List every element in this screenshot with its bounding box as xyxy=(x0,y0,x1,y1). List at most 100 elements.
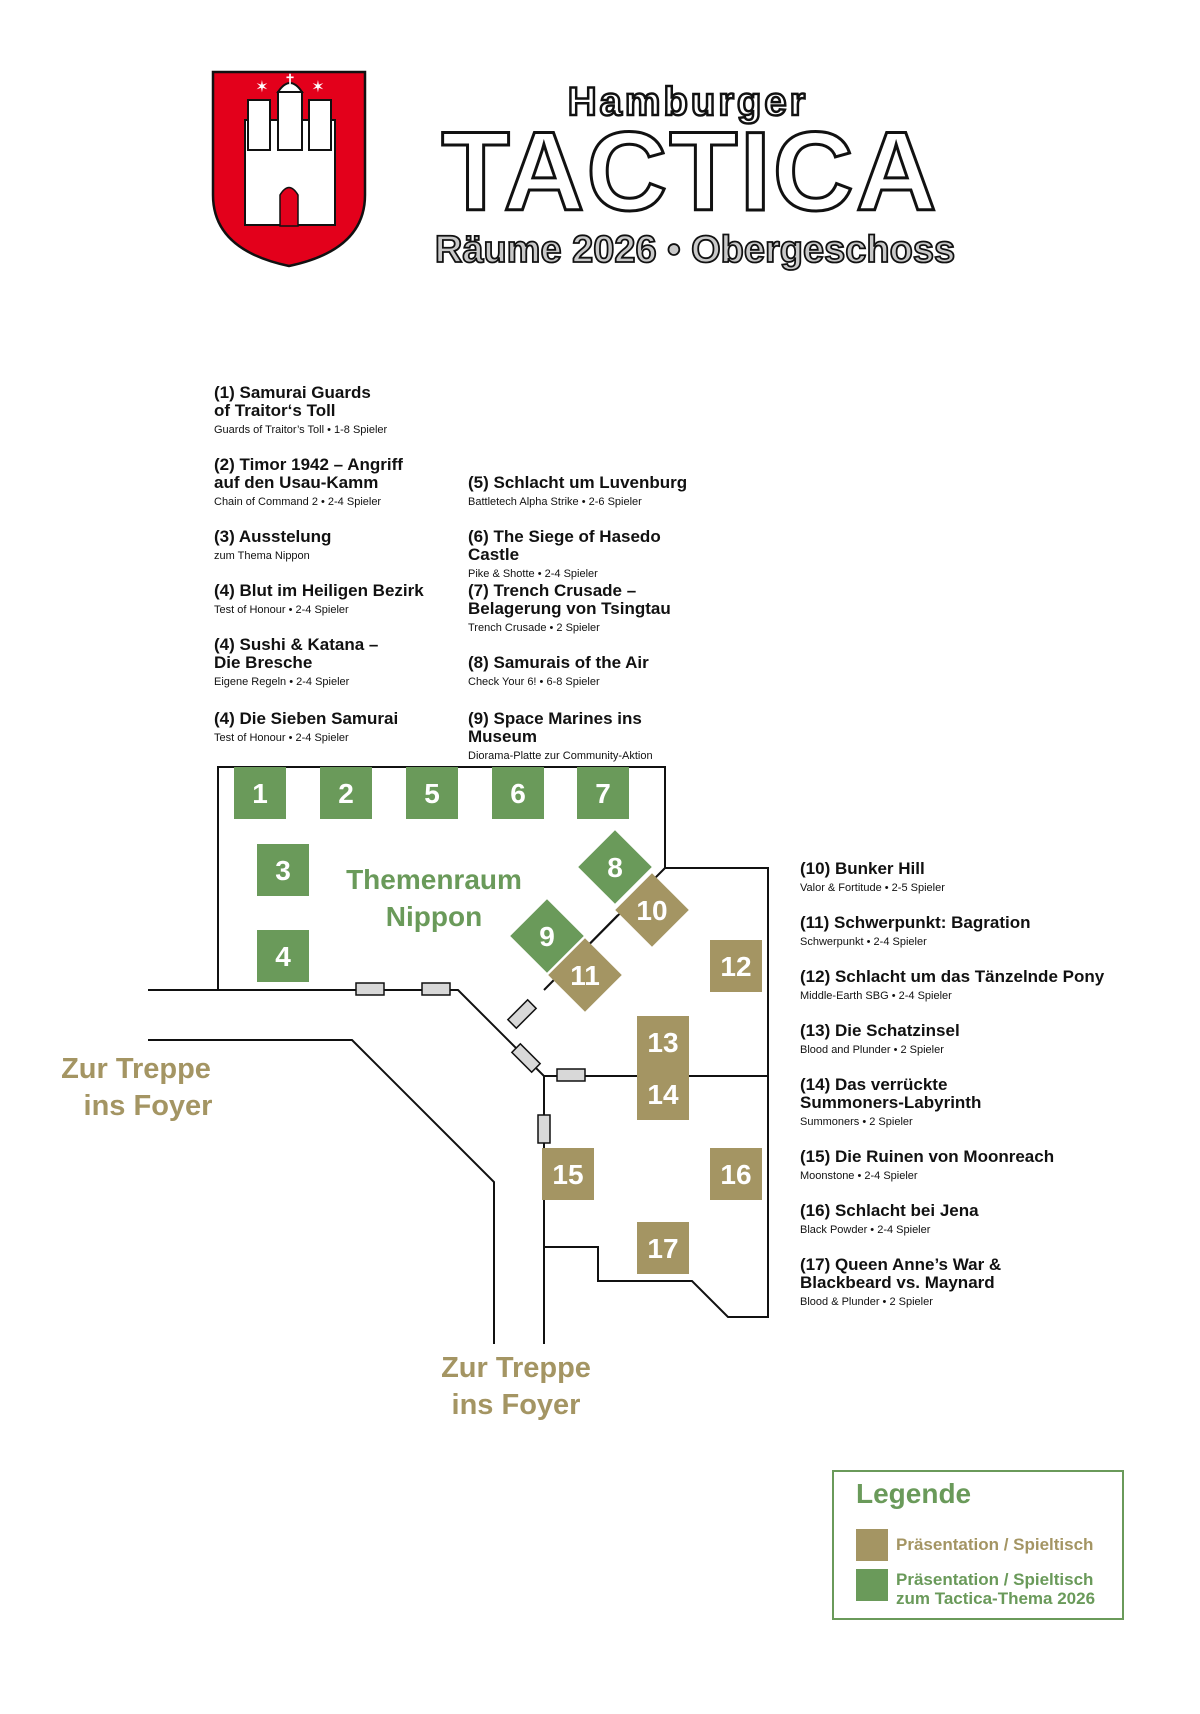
brand-big: TACTICA xyxy=(441,109,938,234)
table-number: 11 xyxy=(570,960,600,991)
entry-subtitle: Test of Honour • 2-4 Spieler xyxy=(214,732,349,744)
theme-room-label-line1: Themenraum xyxy=(346,864,522,895)
table-number: 9 xyxy=(539,921,555,952)
stairs-left-line1: Zur Treppe xyxy=(61,1053,211,1085)
entry-title: (4) Die Sieben Samurai xyxy=(214,709,399,728)
table-number: 12 xyxy=(720,951,751,982)
entry-subtitle: Check Your 6! • 6-8 Spieler xyxy=(468,676,600,688)
stairs-left-line2: ins Foyer xyxy=(84,1090,213,1122)
table-number: 7 xyxy=(595,778,611,809)
table-marker xyxy=(542,1148,594,1200)
theme-room-label-line2: Nippon xyxy=(386,901,482,932)
entry-subtitle: Blood & Plunder • 2 Spieler xyxy=(800,1296,933,1308)
legend-item-2-line1: Präsentation / Spieltisch xyxy=(896,1570,1094,1589)
entry-title: (17) Queen Anne’s War &Blackbeard vs. Ma… xyxy=(800,1255,1002,1292)
table-marker xyxy=(492,767,544,819)
table-11 xyxy=(548,938,622,1012)
svg-text:✝: ✝ xyxy=(284,71,296,87)
entry-title: (9) Space Marines ins Museum xyxy=(468,709,642,746)
entry-title: (12) Schlacht um das Tänzelnde Pony xyxy=(800,967,1105,986)
table-marker xyxy=(548,938,622,1012)
entry-subtitle: Pike & Shotte • 2-4 Spieler xyxy=(468,568,598,580)
legend-item-1: Präsentation / Spieltisch xyxy=(896,1535,1094,1554)
walls xyxy=(148,766,769,1344)
brand-small: Hamburger xyxy=(568,80,808,124)
entry-subtitle: Moonstone • 2-4 Spieler xyxy=(800,1170,918,1182)
table-marker xyxy=(615,873,689,947)
legend: Legende Präsentation / Spieltisch Präsen… xyxy=(832,1470,1124,1620)
stairs-bottom-line1: Zur Treppe xyxy=(441,1352,591,1384)
entry-subtitle: zum Thema Nippon xyxy=(214,550,310,562)
table-number: 13 xyxy=(647,1027,678,1058)
entry-subtitle: Valor & Fortitude • 2-5 Spieler xyxy=(800,882,945,894)
entry-subtitle: Diorama-Platte zur Community-Aktion xyxy=(468,750,653,762)
table-8 xyxy=(578,830,652,904)
table-marker xyxy=(578,830,652,904)
entry-right-7: (17) Queen Anne’s War &Blackbeard vs. Ma… xyxy=(800,1256,1130,1309)
doors xyxy=(355,982,586,1144)
table-number: 6 xyxy=(510,778,526,809)
table-number: 1 xyxy=(252,778,268,809)
legend-swatch-olive xyxy=(856,1529,888,1561)
table-number: 17 xyxy=(647,1233,678,1264)
entry-subtitle: Guards of Traitor’s Toll • 1-8 Spieler xyxy=(214,424,388,436)
entry-title: (16) Schlacht bei Jena xyxy=(800,1201,979,1220)
legend-title: Legende xyxy=(856,1478,972,1509)
table-number: 3 xyxy=(275,855,291,886)
svg-text:✶: ✶ xyxy=(255,79,268,96)
table-number: 4 xyxy=(275,941,291,972)
table-number: 14 xyxy=(647,1079,679,1110)
entry-title: (4) Sushi & Katana –Die Bresche xyxy=(214,635,379,672)
entry-subtitle: Trench Crusade • 2 Spieler xyxy=(468,622,600,634)
entry-title: (7) Trench Crusade –Belagerung von Tsing… xyxy=(468,581,671,618)
entry-title: (5) Schlacht um Luvenburg xyxy=(468,473,688,492)
entry-title: (11) Schwerpunkt: Bagration xyxy=(800,913,1031,932)
subtitle: Räume 2026 • Obergeschoss xyxy=(435,229,955,271)
table-marker xyxy=(710,940,762,992)
entry-subtitle: Chain of Command 2 • 2-4 Spieler xyxy=(214,496,382,508)
table-marker xyxy=(637,1068,689,1120)
table-17 xyxy=(637,1222,689,1274)
table-1 xyxy=(234,767,286,819)
table-7 xyxy=(577,767,629,819)
stairs-bottom-line2: ins Foyer xyxy=(452,1389,581,1421)
entry-subtitle: Middle-Earth SBG • 2-4 Spieler xyxy=(800,990,952,1002)
table-10 xyxy=(615,873,689,947)
table-number: 15 xyxy=(552,1159,583,1190)
entry-title: (3) Ausstelung xyxy=(214,527,332,546)
hamburg-coat-of-arms-logo: ✶ ✶ ✝ xyxy=(211,70,367,268)
table-marker xyxy=(577,767,629,819)
table-2 xyxy=(320,767,372,819)
entry-title: (4) Blut im Heiligen Bezirk xyxy=(214,581,424,600)
table-marker xyxy=(637,1222,689,1274)
entry-title: (8) Samurais of the Air xyxy=(468,653,649,672)
legend-swatch-green xyxy=(856,1569,888,1601)
entry-subtitle: Blood and Plunder • 2 Spieler xyxy=(800,1044,944,1056)
table-4 xyxy=(257,930,309,982)
entry-title: (10) Bunker Hill xyxy=(800,859,925,878)
table-15 xyxy=(542,1148,594,1200)
entry-subtitle: Test of Honour • 2-4 Spieler xyxy=(214,604,349,616)
table-13 xyxy=(637,1016,689,1068)
table-marker xyxy=(257,844,309,896)
entry-subtitle: Black Powder • 2-4 Spieler xyxy=(800,1224,931,1236)
table-number: 5 xyxy=(424,778,440,809)
entry-title: (15) Die Ruinen von Moonreach xyxy=(800,1147,1055,1166)
table-16 xyxy=(710,1148,762,1200)
table-12 xyxy=(710,940,762,992)
entry-left-2: (3) Ausstelung zum Thema Nippon xyxy=(214,528,459,563)
svg-text:✶: ✶ xyxy=(311,79,324,96)
